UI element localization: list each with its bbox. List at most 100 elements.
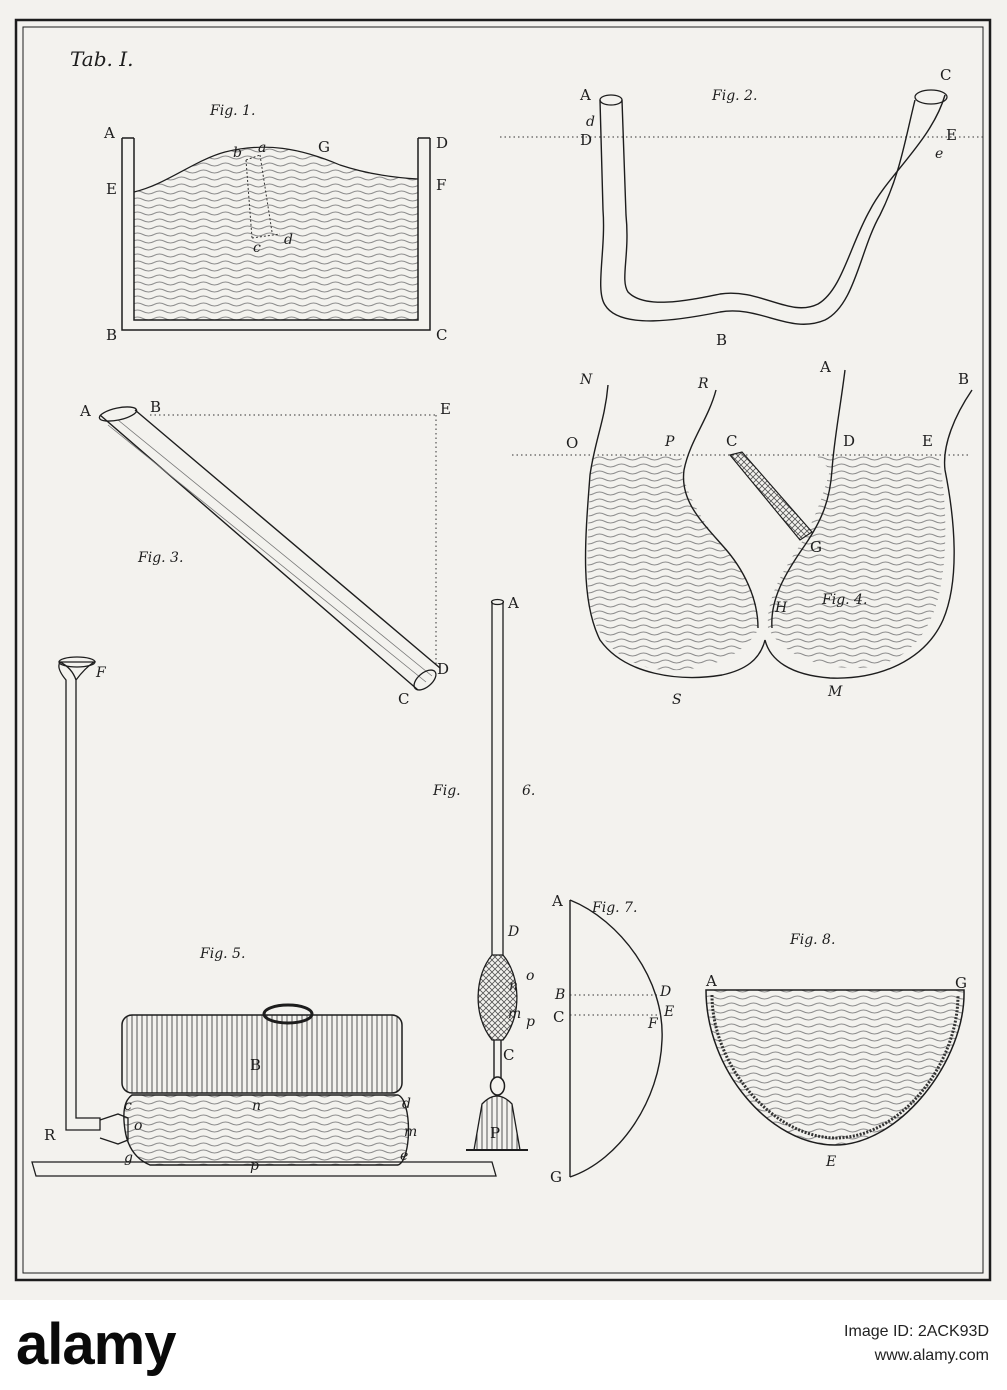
- fig4-label-n: N: [579, 372, 593, 388]
- fig6-caption-a: Fig.: [432, 783, 461, 799]
- fig6-label-o: o: [526, 968, 534, 984]
- fig6-label-d: D: [507, 924, 519, 940]
- fig3-tube: [99, 409, 441, 691]
- fig5-bladder: [123, 1094, 410, 1166]
- fig2-label-e-small: e: [935, 146, 943, 162]
- fig8-caption: Fig. 8.: [789, 932, 835, 948]
- fig4-label-s: S: [672, 692, 682, 708]
- fig4-label-d: D: [843, 432, 855, 450]
- fig2-label-d-small: d: [586, 114, 595, 130]
- fig1-caption: Fig. 1.: [209, 103, 255, 119]
- fig3-label-d: D: [437, 660, 449, 678]
- fig4-vessel-inner: [682, 369, 846, 629]
- fig4-tube-cg: [728, 451, 813, 541]
- fig2-caption: Fig. 2.: [711, 88, 757, 104]
- fig4-label-g: G: [810, 538, 822, 556]
- fig5-label-n: n: [252, 1098, 261, 1114]
- fig8-bowl: [705, 989, 965, 1146]
- fig6-label-a: A: [507, 594, 519, 612]
- fig4-water-right: [767, 455, 946, 668]
- fig6-tube: [491, 602, 504, 955]
- stock-url: www.alamy.com: [874, 1347, 989, 1364]
- fig5-label-m: m: [404, 1124, 417, 1140]
- fig2-tube-outer: [599, 99, 916, 325]
- fig1-label-b: B: [106, 326, 117, 344]
- fig8: Fig. 8. A G E: [705, 932, 967, 1170]
- fig7-label-b: B: [554, 987, 565, 1003]
- fig1-label-g: G: [318, 138, 330, 156]
- alamy-logo: alamy: [16, 1312, 176, 1377]
- fig6-caption-b: 6.: [522, 783, 535, 799]
- fig6-label-p-weight: P: [490, 1124, 500, 1142]
- fig8-label-g: G: [955, 974, 967, 992]
- fig1-vessel: [121, 138, 431, 331]
- fig3-label-e: E: [440, 400, 451, 418]
- fig5-label-g: g: [124, 1150, 133, 1166]
- fig1-label-a: A: [103, 124, 115, 142]
- fig3: Fig. 3. A B E D C: [79, 398, 451, 708]
- fig5-base-board: [31, 1161, 497, 1177]
- fig4-label-r: R: [697, 376, 709, 392]
- fig2-label-e: E: [946, 126, 957, 144]
- fig5-caption: Fig. 5.: [199, 946, 245, 962]
- fig5: Fig. 5. F B c n d R o m g p e: [31, 656, 497, 1177]
- fig7-label-a: A: [551, 892, 563, 910]
- fig8-label-e: E: [825, 1154, 836, 1170]
- plate-title: Tab. I.: [70, 47, 134, 71]
- fig2-label-a: A: [579, 86, 591, 104]
- fig6-label-n: n: [509, 978, 518, 994]
- fig1-label-d: D: [436, 134, 448, 152]
- plate: Tab. I. Fig. 1. A D E F G a b c d B C Fi…: [0, 0, 1007, 1300]
- image-id: Image ID: 2ACK93D: [844, 1323, 989, 1340]
- fig5-label-d: d: [402, 1096, 411, 1112]
- fig7: Fig. 7. A B D C E F G: [550, 892, 674, 1186]
- fig2-label-b: B: [716, 331, 727, 349]
- fig4-label-b: B: [958, 370, 969, 388]
- fig6: Fig. 6. A D o n m p C P: [432, 594, 535, 1151]
- fig7-label-e: E: [663, 1004, 674, 1020]
- fig1-water: [134, 147, 418, 320]
- fig5-label-b: B: [250, 1056, 261, 1074]
- fig5-label-f: F: [95, 665, 107, 681]
- fig6-label-c: C: [503, 1046, 514, 1064]
- fig7-caption: Fig. 7.: [591, 900, 637, 916]
- fig3-label-a: A: [79, 402, 91, 420]
- fig1-label-c: C: [436, 326, 447, 344]
- fig1-label-d-small: d: [284, 232, 293, 248]
- fig4-label-a: A: [819, 358, 831, 376]
- fig4-label-m: M: [827, 684, 843, 700]
- fig5-label-p: p: [250, 1158, 259, 1174]
- plate-inner-border: [22, 26, 984, 1274]
- fig7-label-c: C: [553, 1008, 564, 1026]
- watermark-footer: alamy Image ID: 2ACK93D www.alamy.com: [0, 1300, 1007, 1390]
- fig4-label-e: E: [922, 432, 933, 450]
- fig1-label-e: E: [106, 180, 117, 198]
- fig4-label-o: O: [566, 434, 578, 452]
- fig7-label-d: D: [659, 984, 671, 1000]
- fig7-arc: [569, 899, 663, 1178]
- fig7-label-g: G: [550, 1168, 562, 1186]
- fig1-label-f: F: [436, 176, 446, 194]
- fig6-weight: [473, 1095, 521, 1151]
- fig5-label-o: o: [134, 1118, 142, 1134]
- fig4-water-left: [587, 455, 759, 671]
- fig3-label-b: B: [150, 398, 161, 416]
- fig5-funnel-tube: [58, 661, 101, 1131]
- fig4-label-c: C: [726, 432, 737, 450]
- fig3-caption: Fig. 3.: [137, 550, 183, 566]
- fig6-label-m: m: [508, 1006, 521, 1022]
- fig5-ring: [262, 1003, 314, 1025]
- fig1-label-c-small: c: [253, 240, 261, 256]
- fig1: Fig. 1. A D E F G a b c d B C: [103, 103, 448, 344]
- fig1-label-a-small: a: [258, 140, 266, 156]
- fig5-label-c: c: [124, 1098, 132, 1114]
- fig2-label-c: C: [940, 66, 951, 84]
- fig6-label-p: p: [526, 1014, 535, 1030]
- fig4-vessel-outer: [584, 384, 973, 679]
- engraving: Tab. I. Fig. 1. A D E F G a b c d B C Fi…: [14, 18, 992, 1282]
- fig2-label-d: D: [580, 131, 592, 149]
- fig5-label-r: R: [44, 1126, 56, 1144]
- fig1-label-b-small: b: [233, 145, 242, 161]
- fig7-label-f: F: [647, 1016, 659, 1032]
- fig6-bladder: [477, 954, 518, 1041]
